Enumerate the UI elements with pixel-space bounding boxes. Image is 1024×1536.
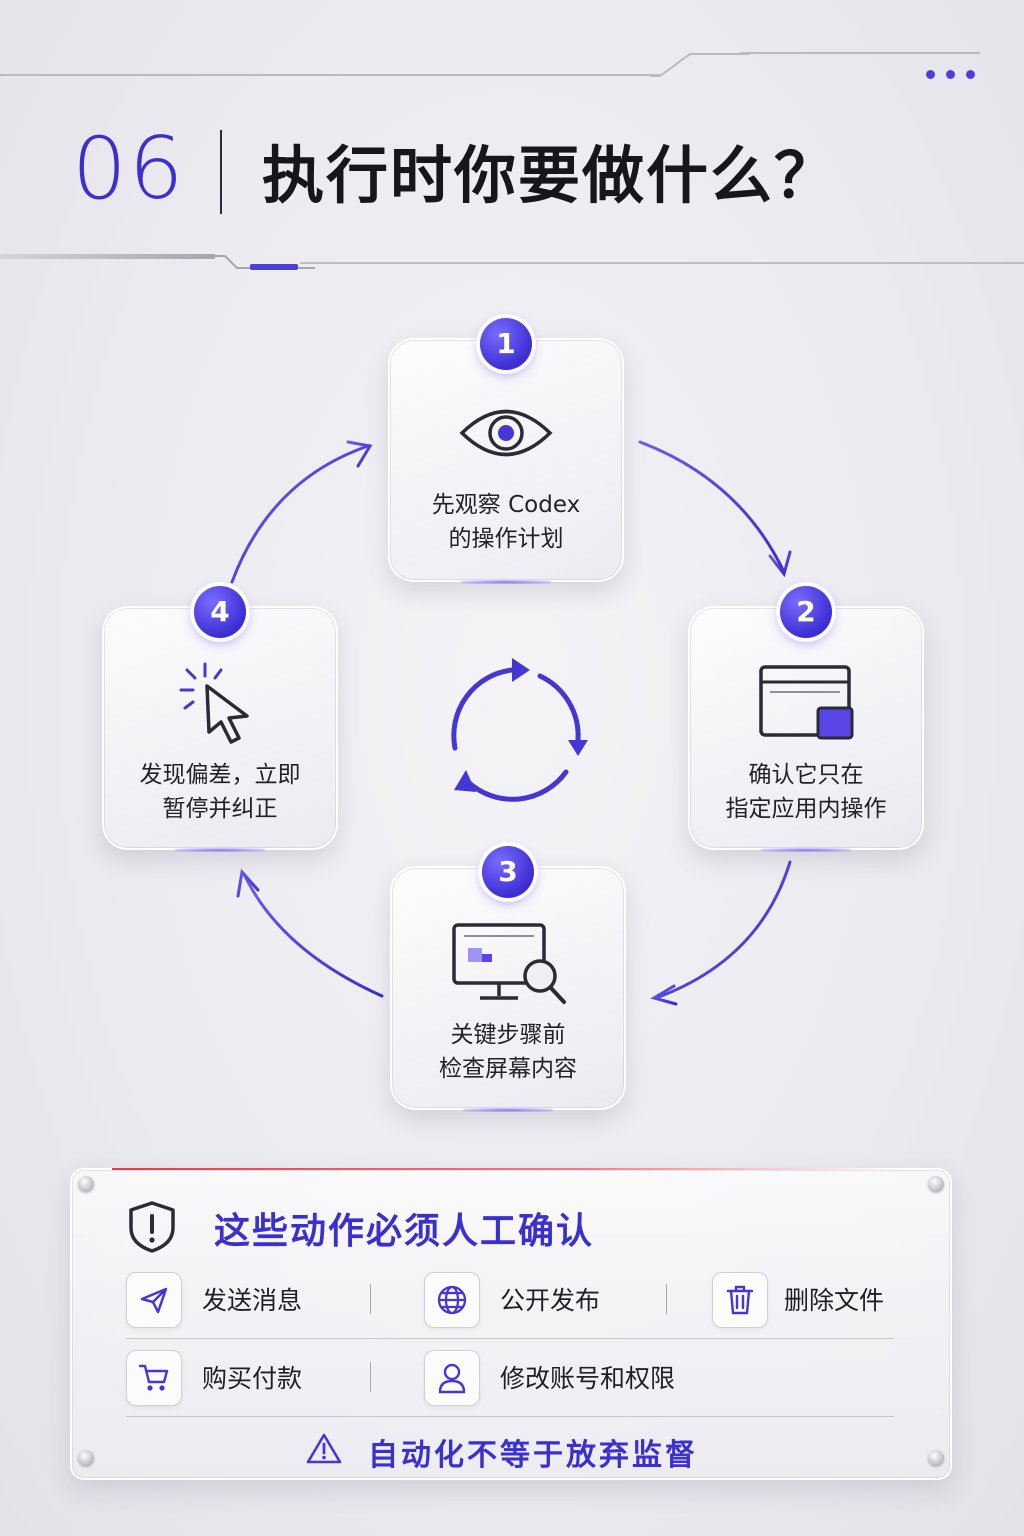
item-separator [370, 1284, 371, 1314]
warning-icon [306, 1433, 342, 1464]
confirm-item-label: 购买付款 [202, 1364, 303, 1393]
step-label: 关键步骤前 检查屏幕内容 [439, 1022, 577, 1082]
send-message-icon-box [126, 1272, 182, 1328]
title-accent-bar [250, 264, 298, 270]
eye-icon [459, 409, 553, 457]
step-badge: 2 [780, 586, 832, 638]
row-separator [126, 1416, 894, 1417]
cycle-arrows [230, 440, 792, 1006]
header-rule [0, 74, 660, 76]
title-divider [220, 130, 222, 214]
purchase-icon-box [126, 1350, 182, 1406]
step-card-2: 2 确认它只在 指定应用内操作 [688, 586, 924, 852]
step-label: 发现偏差，立即 暂停并纠正 [139, 762, 301, 822]
cursor-click-icon [179, 662, 249, 744]
trash-icon [726, 1285, 754, 1315]
confirm-item-label: 发送消息 [202, 1286, 303, 1315]
account-icon-box [424, 1350, 480, 1406]
app-window-icon [759, 665, 854, 740]
publish-icon-box [424, 1272, 480, 1328]
item-separator [666, 1284, 667, 1314]
panel-warning-line [112, 1168, 892, 1170]
panel-screw [928, 1176, 944, 1192]
step-badge: 1 [480, 318, 532, 370]
delete-icon-box [712, 1272, 768, 1328]
step-card-3: 3 关键步骤前 检查屏幕内容 [390, 846, 626, 1112]
confirm-item-label: 公开发布 [500, 1286, 601, 1315]
confirm-panel [70, 1168, 952, 1480]
user-icon [438, 1363, 466, 1394]
title-underline-left [0, 254, 215, 259]
shield-alert-icon [129, 1201, 175, 1253]
step-badge: 3 [482, 846, 534, 898]
item-separator [370, 1362, 371, 1392]
card-glow [761, 848, 851, 852]
panel-screw [78, 1176, 94, 1192]
panel-screw [928, 1450, 944, 1466]
send-icon [140, 1287, 168, 1314]
header-rule-slant [650, 53, 750, 77]
cart-icon [138, 1364, 169, 1391]
card-glow [461, 580, 551, 584]
confirm-item-label: 删除文件 [784, 1286, 885, 1315]
section-number: 06 [72, 119, 186, 219]
decorative-dots [926, 70, 975, 79]
title-underline-right [300, 262, 1024, 264]
globe-icon [437, 1285, 467, 1315]
monitor-search-icon [452, 923, 566, 1004]
confirm-item-label: 修改账号和权限 [500, 1364, 676, 1393]
card-glow [463, 1108, 553, 1112]
card-glow [175, 848, 265, 852]
step-badge: 4 [194, 586, 246, 638]
panel-screw [78, 1450, 94, 1466]
step-card-4: 4 发现偏差，立即 暂停并纠正 [102, 586, 338, 852]
step-label: 先观察 Codex 的操作计划 [431, 492, 581, 552]
panel-footer-text: 自动化不等于放弃监督 [368, 1438, 698, 1473]
row-separator [126, 1338, 894, 1339]
panel-title: 这些动作必须人工确认 [214, 1211, 595, 1252]
step-card-1: 1 先观察 Codex 的操作计划 [388, 318, 624, 584]
page-title: 执行时你要做什么？ [262, 139, 839, 212]
step-label: 确认它只在 指定应用内操作 [725, 762, 887, 822]
header-rule-right [740, 52, 980, 54]
